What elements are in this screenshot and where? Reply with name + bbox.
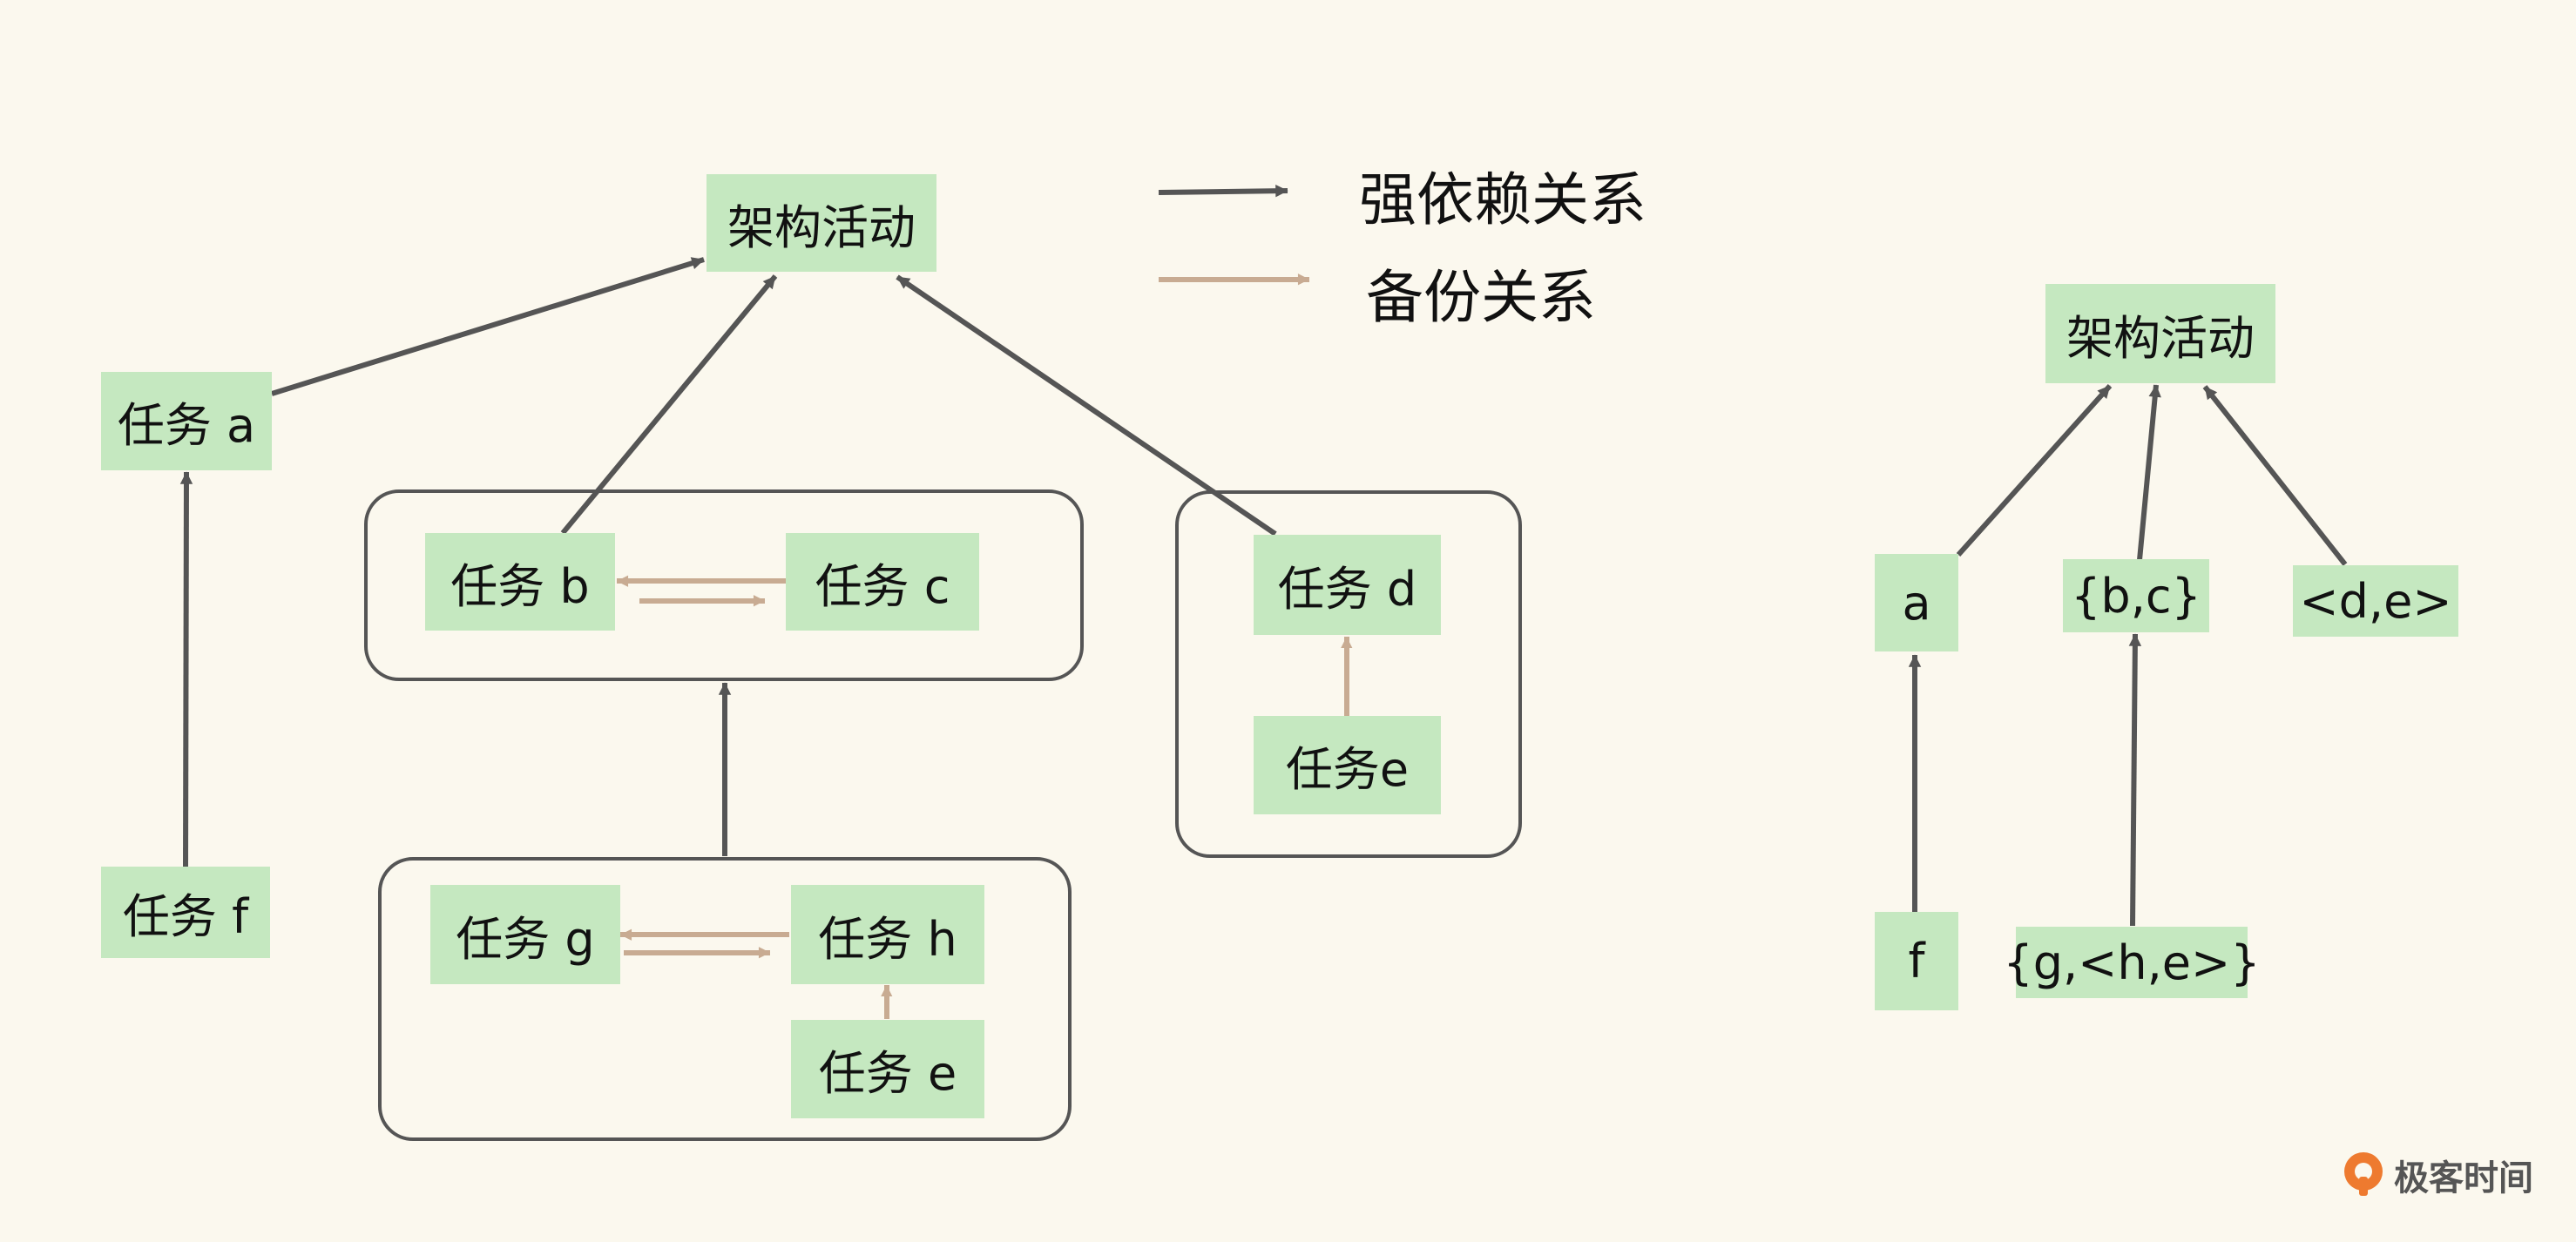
arrow-right-ghe-to-bc: [2128, 633, 2142, 927]
node-task-e-bottom: 任务 e: [791, 1020, 984, 1118]
node-right-f: f: [1875, 912, 1958, 1010]
group-de: [1175, 490, 1522, 858]
node-task-e-right: 任务e: [1254, 716, 1441, 814]
node-task-g: 任务 g: [430, 885, 620, 984]
node-task-f: 任务 f: [101, 867, 270, 958]
legend-backup-label: 备份关系: [1366, 264, 1596, 331]
node-task-h: 任务 h: [791, 885, 984, 984]
arrow-a-to-root: [271, 257, 705, 396]
node-task-b: 任务 b: [425, 533, 615, 631]
node-root-left: 架构活动: [707, 174, 936, 272]
node-right-bc: {b,c}: [2063, 559, 2209, 632]
node-task-c: 任务 c: [786, 533, 979, 631]
legend-strong-label: 强依赖关系: [1359, 166, 1646, 233]
group-ghe: [378, 857, 1072, 1141]
brand-logo: 极客时间: [2342, 1150, 2533, 1200]
arrow-right-bc-to-root: [2137, 384, 2161, 561]
arrow-right-a-to-root: [1956, 383, 2113, 557]
node-right-a: a: [1875, 554, 1958, 651]
arrow-right-de-to-root: [2202, 385, 2348, 566]
group-bc: [364, 489, 1084, 681]
brand-icon: [2344, 1152, 2383, 1196]
node-task-d: 任务 d: [1254, 535, 1441, 635]
node-right-de: <d,e>: [2293, 565, 2458, 637]
node-root-right: 架构活动: [2045, 284, 2275, 383]
node-right-ghe: {g,<h,e>}: [2003, 927, 2261, 998]
legend-strong-arrow: [1158, 185, 1288, 198]
brand-name: 极客时间: [2394, 1158, 2533, 1198]
node-task-a: 任务 a: [101, 372, 272, 470]
